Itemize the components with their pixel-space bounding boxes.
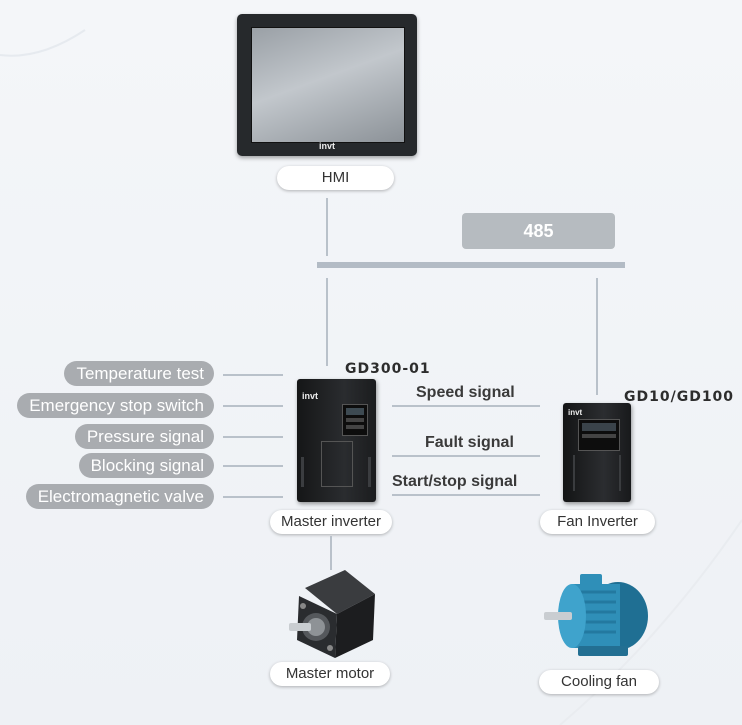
input-temperature-test: Temperature test [64,361,214,386]
master-keypad-icon [342,404,368,436]
fan-vent-icon [573,455,575,491]
fan-vent-right-icon [619,455,621,491]
fault-signal-line [392,455,540,457]
master-motor-label: Master motor [270,662,390,686]
speed-signal-label: Speed signal [416,384,515,401]
cooling-fan-label: Cooling fan [539,670,659,694]
fan-model-label: GD10/GD100 [624,389,735,405]
input-electromagnetic-valve: Electromagnetic valve [25,484,214,509]
cooling-fan-motor-icon [544,574,648,656]
start-stop-signal-line [392,494,540,496]
input-line-blocking [223,465,283,467]
input-line-temperature [223,374,283,376]
bus-485-label: 485 [462,213,615,249]
fan-keypad-icon [578,419,620,451]
hmi-bus-connector [326,198,328,256]
input-line-valve [223,496,283,498]
input-line-emergency [223,405,283,407]
input-blocking-signal: Blocking signal [78,453,214,478]
input-line-pressure [223,436,283,438]
master-vent-right-icon [368,457,371,487]
master-warning-label-icon [321,441,353,487]
master-inverter-device: invt [297,379,376,502]
input-pressure-signal: Pressure signal [74,424,214,449]
master-motor-icon [289,570,375,658]
hmi-device: invt [237,14,417,156]
hmi-label: HMI [277,166,394,190]
master-model-label: GD300-01 [345,361,431,377]
master-brand-logo: invt [302,391,319,401]
fan-brand-logo: invt [568,408,583,417]
rs485-bus-line [317,262,625,268]
hmi-brand-logo: invt [318,141,335,151]
start-stop-signal-label: Start/stop signal [392,473,518,490]
fan-inverter-label: Fan Inverter [540,510,655,534]
fan-bus-drop [596,278,598,395]
master-bus-drop [326,278,328,366]
input-emergency-stop: Emergency stop switch [17,393,214,418]
fault-signal-label: Fault signal [425,434,514,451]
fan-inverter-device: invt [563,403,631,502]
master-vent-icon [301,457,304,487]
speed-signal-line [392,405,540,407]
hmi-screen [251,27,405,143]
master-inverter-label: Master inverter [270,510,392,534]
motor-connector [330,536,332,570]
